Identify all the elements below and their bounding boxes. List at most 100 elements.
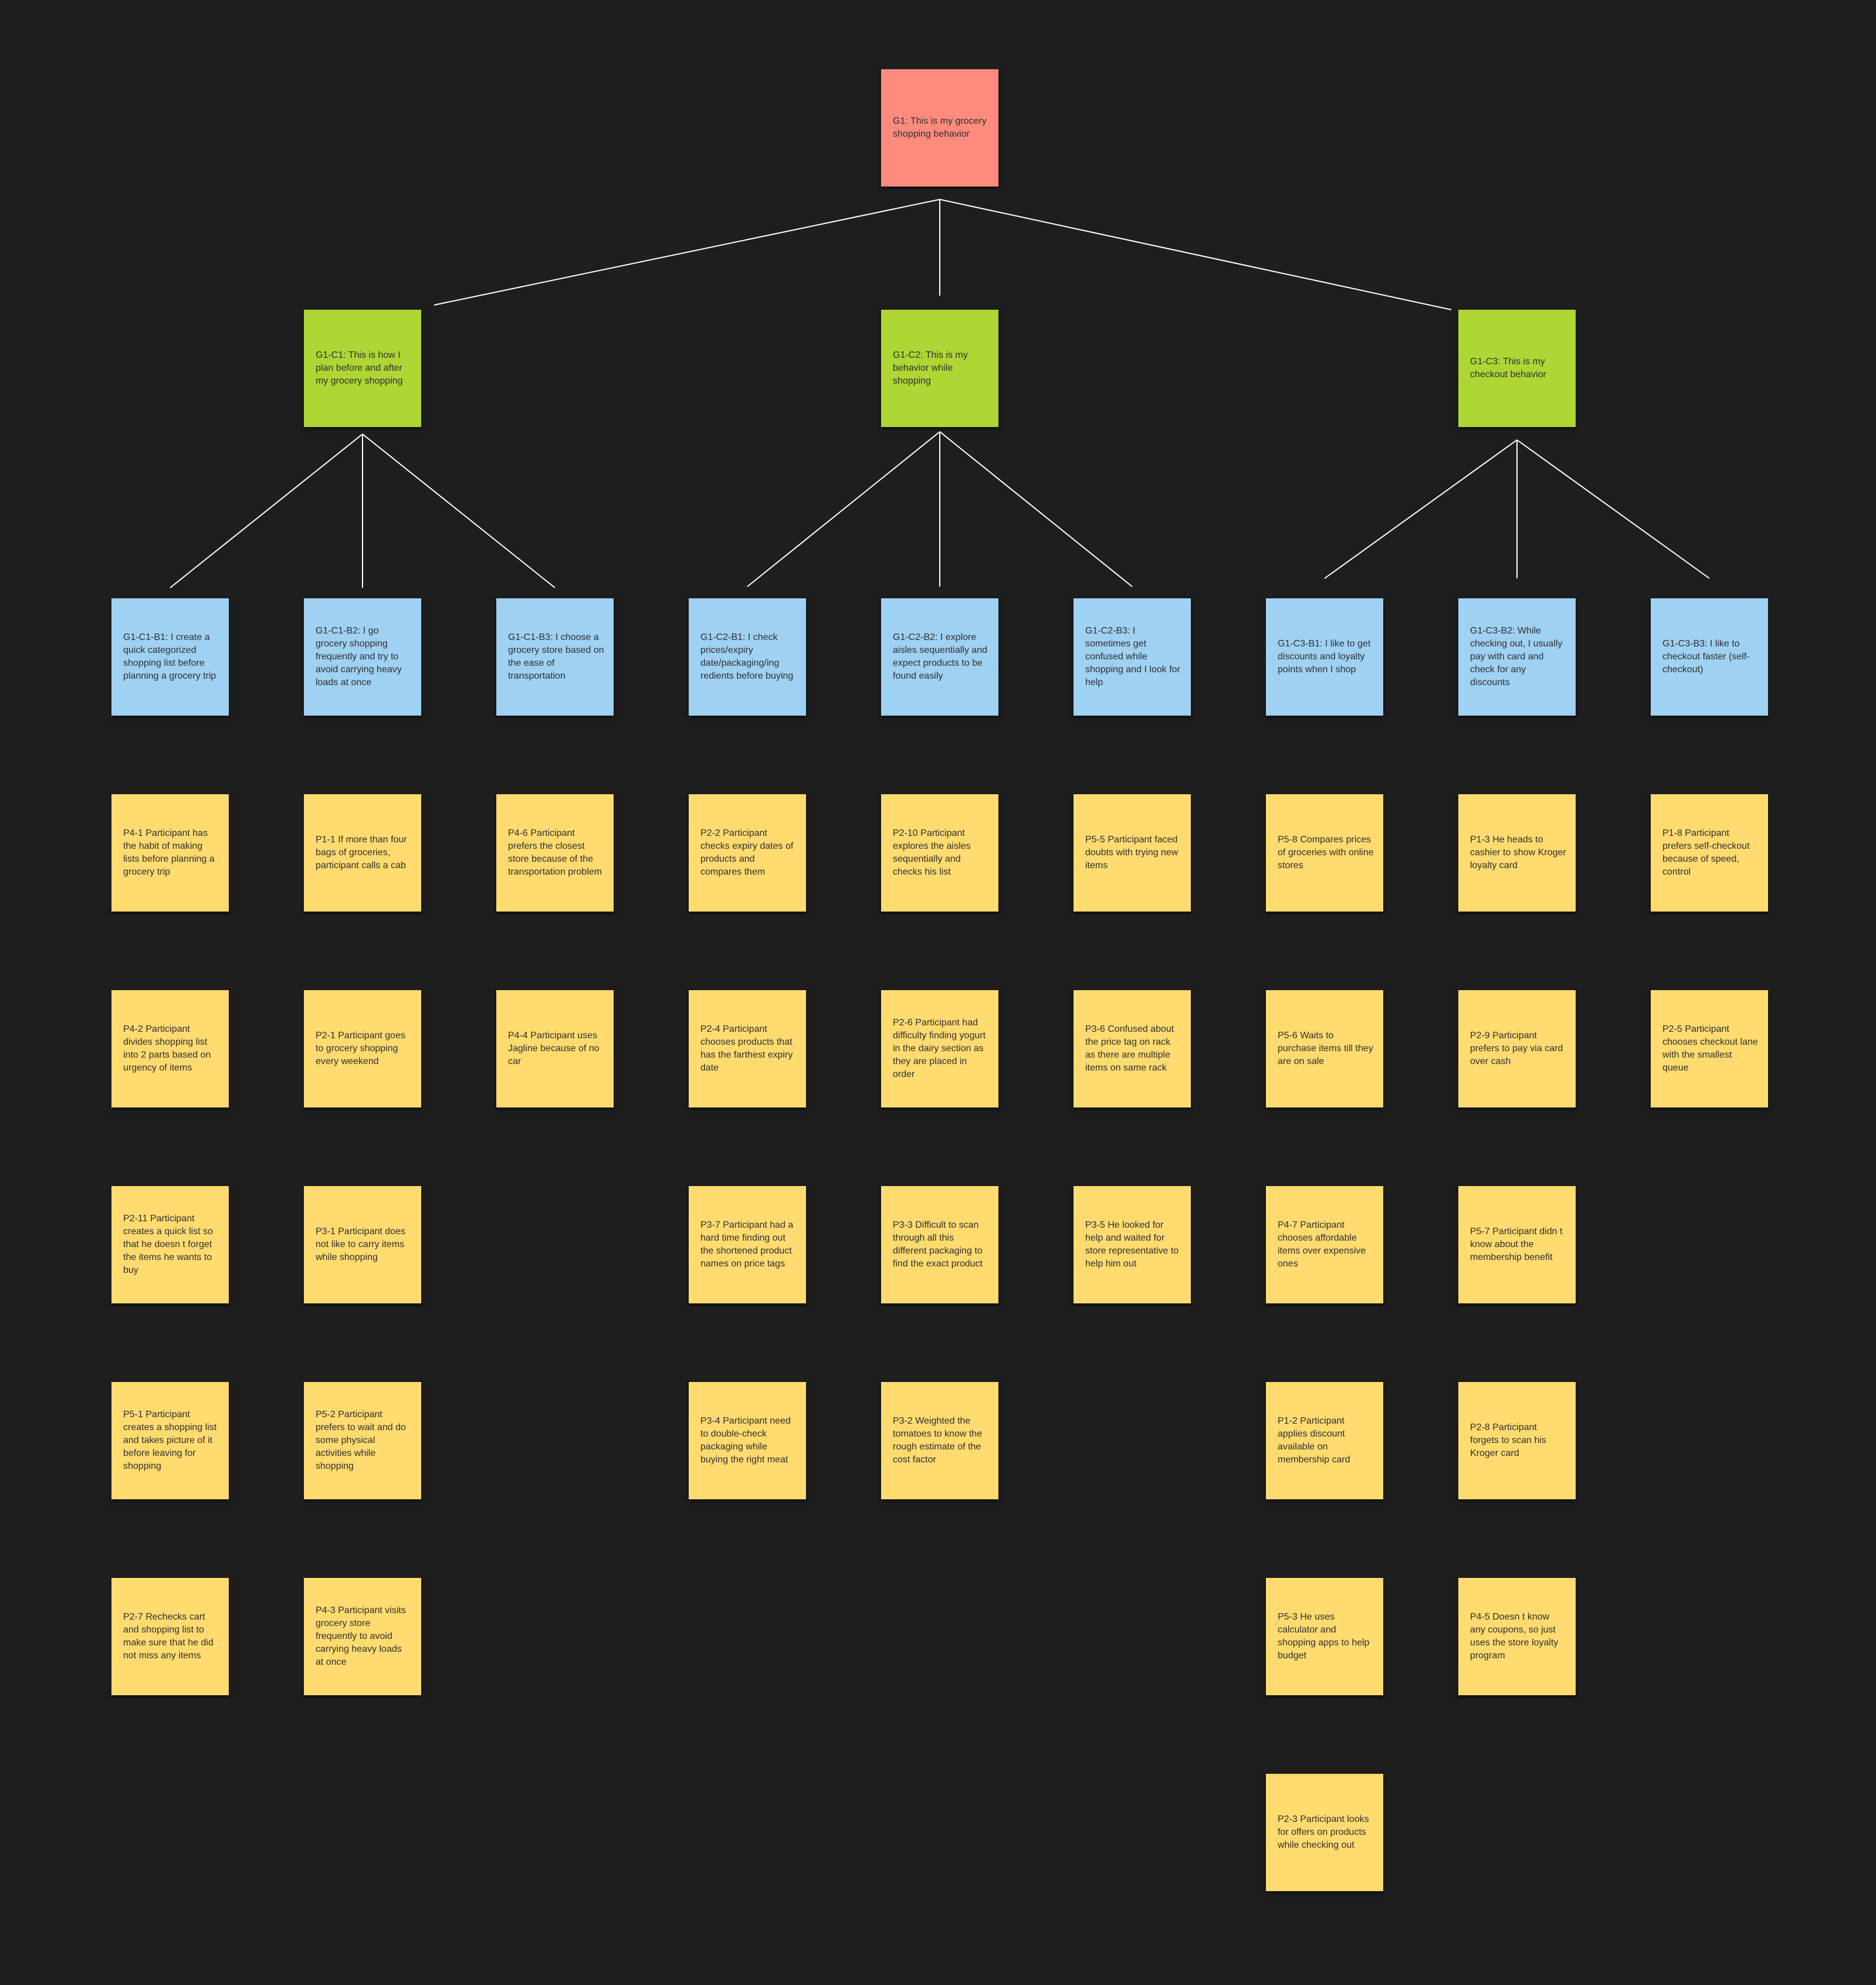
note-sticky-2-3-2[interactable]: P3-6 Confused about the price tag on rac… bbox=[1074, 990, 1191, 1107]
note-sticky-1-1-3-text: P2-11 Participant creates a quick list s… bbox=[123, 1214, 213, 1275]
cluster-sticky-2[interactable]: G1-C2: This is my behavior while shoppin… bbox=[881, 310, 998, 427]
note-sticky-2-2-1[interactable]: P2-10 Participant explores the aisles se… bbox=[881, 794, 998, 912]
note-sticky-1-1-4[interactable]: P5-1 Participant creates a shopping list… bbox=[111, 1382, 229, 1499]
note-sticky-1-1-5[interactable]: P2-7 Rechecks cart and shopping list to … bbox=[111, 1578, 229, 1695]
note-sticky-1-2-4-text: P5-2 Participant prefers to wait and do … bbox=[316, 1410, 406, 1471]
note-sticky-3-1-3[interactable]: P4-7 Participant chooses affordable item… bbox=[1266, 1186, 1383, 1303]
theme-sticky-2-3[interactable]: G1-C2-B3: I sometimes get confused while… bbox=[1074, 598, 1191, 716]
theme-sticky-2-3-text: G1-C2-B3: I sometimes get confused while… bbox=[1085, 626, 1180, 687]
cluster-sticky-1-text: G1-C1: This is how I plan before and aft… bbox=[316, 350, 403, 386]
theme-sticky-1-2[interactable]: G1-C1-B2: I go grocery shopping frequent… bbox=[304, 598, 421, 716]
note-sticky-3-3-2-text: P2-5 Participant chooses checkout lane w… bbox=[1662, 1024, 1758, 1073]
connector-root-cluster-3 bbox=[939, 199, 1452, 310]
cluster-sticky-3-text: G1-C3: This is my checkout behavior bbox=[1470, 357, 1546, 380]
note-sticky-1-2-4[interactable]: P5-2 Participant prefers to wait and do … bbox=[304, 1382, 421, 1499]
note-sticky-1-1-2[interactable]: P4-2 Participant divides shopping list i… bbox=[111, 990, 229, 1107]
theme-sticky-2-2-text: G1-C2-B2: I explore aisles sequentially … bbox=[893, 632, 987, 681]
note-sticky-2-2-3[interactable]: P3-3 Difficult to scan through all this … bbox=[881, 1186, 998, 1303]
note-sticky-3-1-2[interactable]: P5-6 Waits to purchase items till they a… bbox=[1266, 990, 1383, 1107]
root-sticky[interactable]: G1: This is my grocery shopping behavior bbox=[881, 69, 998, 187]
note-sticky-3-1-3-text: P4-7 Participant chooses affordable item… bbox=[1278, 1220, 1366, 1269]
note-sticky-1-2-2[interactable]: P2-1 Participant goes to grocery shoppin… bbox=[304, 990, 421, 1107]
note-sticky-1-2-3[interactable]: P3-1 Participant does not like to carry … bbox=[304, 1186, 421, 1303]
theme-sticky-1-1-text: G1-C1-B1: I create a quick categorized s… bbox=[123, 632, 216, 681]
theme-sticky-3-1-text: G1-C3-B1: I like to get discounts and lo… bbox=[1278, 639, 1371, 675]
note-sticky-3-1-6-text: P2-3 Participant looks for offers on pro… bbox=[1278, 1814, 1369, 1850]
root-sticky-text: G1: This is my grocery shopping behavior bbox=[893, 116, 987, 139]
theme-sticky-1-3[interactable]: G1-C1-B3: I choose a grocery store based… bbox=[496, 598, 614, 716]
note-sticky-3-2-2[interactable]: P2-9 Participant prefers to pay via card… bbox=[1458, 990, 1576, 1107]
note-sticky-3-3-1[interactable]: P1-8 Participant prefers self-checkout b… bbox=[1651, 794, 1768, 912]
theme-sticky-3-3[interactable]: G1-C3-B3: I like to checkout faster (sel… bbox=[1651, 598, 1768, 716]
note-sticky-3-1-4[interactable]: P1-2 Participant applies discount availa… bbox=[1266, 1382, 1383, 1499]
theme-sticky-3-3-text: G1-C3-B3: I like to checkout faster (sel… bbox=[1662, 639, 1750, 675]
note-sticky-1-2-1-text: P1-1 If more than four bags of groceries… bbox=[316, 835, 407, 870]
note-sticky-2-3-1[interactable]: P5-5 Participant faced doubts with tryin… bbox=[1074, 794, 1191, 912]
connector-cluster-1-theme-3 bbox=[362, 433, 556, 588]
connector-cluster-2-theme-3 bbox=[939, 431, 1133, 587]
note-sticky-1-3-2[interactable]: P4-4 Participant uses Jagline because of… bbox=[496, 990, 614, 1107]
note-sticky-2-1-3[interactable]: P3-7 Participant had a hard time finding… bbox=[689, 1186, 806, 1303]
connector-cluster-3-theme-1 bbox=[1324, 439, 1518, 579]
note-sticky-1-1-1[interactable]: P4-1 Participant has the habit of making… bbox=[111, 794, 229, 912]
note-sticky-2-2-4-text: P3-2 Weighted the tomatoes to know the r… bbox=[893, 1416, 983, 1465]
theme-sticky-3-2[interactable]: G1-C3-B2: While checking out, I usually … bbox=[1458, 598, 1576, 716]
note-sticky-3-2-3-text: P5-7 Participant didn t know about the m… bbox=[1470, 1227, 1563, 1262]
theme-sticky-1-1[interactable]: G1-C1-B1: I create a quick categorized s… bbox=[111, 598, 229, 716]
cluster-sticky-2-text: G1-C2: This is my behavior while shoppin… bbox=[893, 350, 968, 386]
note-sticky-3-2-2-text: P2-9 Participant prefers to pay via card… bbox=[1470, 1031, 1563, 1066]
note-sticky-1-3-1[interactable]: P4-6 Participant prefers the closest sto… bbox=[496, 794, 614, 912]
note-sticky-1-3-1-text: P4-6 Participant prefers the closest sto… bbox=[508, 828, 602, 877]
note-sticky-3-1-5-text: P5-3 He uses calculator and shopping app… bbox=[1278, 1612, 1370, 1661]
theme-sticky-2-1-text: G1-C2-B1: I check prices/expiry date/pac… bbox=[700, 632, 794, 681]
note-sticky-2-1-4-text: P3-4 Participant need to double-check pa… bbox=[700, 1416, 791, 1465]
theme-sticky-2-1[interactable]: G1-C2-B1: I check prices/expiry date/pac… bbox=[689, 598, 806, 716]
note-sticky-1-2-3-text: P3-1 Participant does not like to carry … bbox=[316, 1227, 405, 1262]
note-sticky-3-1-6[interactable]: P2-3 Participant looks for offers on pro… bbox=[1266, 1774, 1383, 1891]
cluster-sticky-1[interactable]: G1-C1: This is how I plan before and aft… bbox=[304, 310, 421, 427]
note-sticky-3-1-1[interactable]: P5-8 Compares prices of groceries with o… bbox=[1266, 794, 1383, 912]
connector-cluster-2-theme-1 bbox=[747, 431, 940, 587]
note-sticky-3-1-5[interactable]: P5-3 He uses calculator and shopping app… bbox=[1266, 1578, 1383, 1695]
note-sticky-1-1-2-text: P4-2 Participant divides shopping list i… bbox=[123, 1024, 211, 1073]
note-sticky-2-3-2-text: P3-6 Confused about the price tag on rac… bbox=[1085, 1024, 1174, 1073]
note-sticky-1-1-3[interactable]: P2-11 Participant creates a quick list s… bbox=[111, 1186, 229, 1303]
note-sticky-2-2-4[interactable]: P3-2 Weighted the tomatoes to know the r… bbox=[881, 1382, 998, 1499]
note-sticky-2-2-1-text: P2-10 Participant explores the aisles se… bbox=[893, 828, 971, 877]
note-sticky-3-2-5[interactable]: P4-5 Doesn t know any coupons, so just u… bbox=[1458, 1578, 1576, 1695]
note-sticky-3-2-1-text: P1-3 He heads to cashier to show Kroger … bbox=[1470, 835, 1566, 870]
note-sticky-2-1-3-text: P3-7 Participant had a hard time finding… bbox=[700, 1220, 794, 1269]
note-sticky-3-3-2[interactable]: P2-5 Participant chooses checkout lane w… bbox=[1651, 990, 1768, 1107]
note-sticky-3-3-1-text: P1-8 Participant prefers self-checkout b… bbox=[1662, 828, 1750, 877]
note-sticky-2-1-2-text: P2-4 Participant chooses products that h… bbox=[700, 1024, 793, 1073]
note-sticky-1-1-4-text: P5-1 Participant creates a shopping list… bbox=[123, 1410, 217, 1471]
theme-sticky-3-2-text: G1-C3-B2: While checking out, I usually … bbox=[1470, 626, 1563, 687]
note-sticky-2-1-4[interactable]: P3-4 Participant need to double-check pa… bbox=[689, 1382, 806, 1499]
note-sticky-3-1-4-text: P1-2 Participant applies discount availa… bbox=[1278, 1416, 1350, 1465]
note-sticky-1-2-1[interactable]: P1-1 If more than four bags of groceries… bbox=[304, 794, 421, 912]
note-sticky-3-1-2-text: P5-6 Waits to purchase items till they a… bbox=[1278, 1031, 1373, 1066]
note-sticky-3-2-5-text: P4-5 Doesn t know any coupons, so just u… bbox=[1470, 1612, 1559, 1661]
note-sticky-3-2-3[interactable]: P5-7 Participant didn t know about the m… bbox=[1458, 1186, 1576, 1303]
cluster-sticky-3[interactable]: G1-C3: This is my checkout behavior bbox=[1458, 310, 1576, 427]
theme-sticky-1-3-text: G1-C1-B3: I choose a grocery store based… bbox=[508, 632, 604, 681]
note-sticky-2-1-1[interactable]: P2-2 Participant checks expiry dates of … bbox=[689, 794, 806, 912]
note-sticky-1-2-2-text: P2-1 Participant goes to grocery shoppin… bbox=[316, 1031, 405, 1066]
note-sticky-2-3-1-text: P5-5 Participant faced doubts with tryin… bbox=[1085, 835, 1179, 870]
note-sticky-2-3-3[interactable]: P3-5 He looked for help and waited for s… bbox=[1074, 1186, 1191, 1303]
note-sticky-1-1-5-text: P2-7 Rechecks cart and shopping list to … bbox=[123, 1612, 214, 1661]
note-sticky-1-2-5[interactable]: P4-3 Participant visits grocery store fr… bbox=[304, 1578, 421, 1695]
note-sticky-2-1-1-text: P2-2 Participant checks expiry dates of … bbox=[700, 828, 794, 877]
connector-root-cluster-1 bbox=[434, 199, 940, 306]
note-sticky-2-1-2[interactable]: P2-4 Participant chooses products that h… bbox=[689, 990, 806, 1107]
note-sticky-3-2-1[interactable]: P1-3 He heads to cashier to show Kroger … bbox=[1458, 794, 1576, 912]
note-sticky-2-2-2[interactable]: P2-6 Participant had difficulty finding … bbox=[881, 990, 998, 1107]
note-sticky-2-2-3-text: P3-3 Difficult to scan through all this … bbox=[893, 1220, 983, 1269]
note-sticky-3-2-4[interactable]: P2-8 Participant forgets to scan his Kro… bbox=[1458, 1382, 1576, 1499]
theme-sticky-3-1[interactable]: G1-C3-B1: I like to get discounts and lo… bbox=[1266, 598, 1383, 716]
note-sticky-3-2-4-text: P2-8 Participant forgets to scan his Kro… bbox=[1470, 1422, 1546, 1458]
note-sticky-3-1-1-text: P5-8 Compares prices of groceries with o… bbox=[1278, 835, 1374, 870]
note-sticky-2-3-3-text: P3-5 He looked for help and waited for s… bbox=[1085, 1220, 1179, 1269]
theme-sticky-2-2[interactable]: G1-C2-B2: I explore aisles sequentially … bbox=[881, 598, 998, 716]
